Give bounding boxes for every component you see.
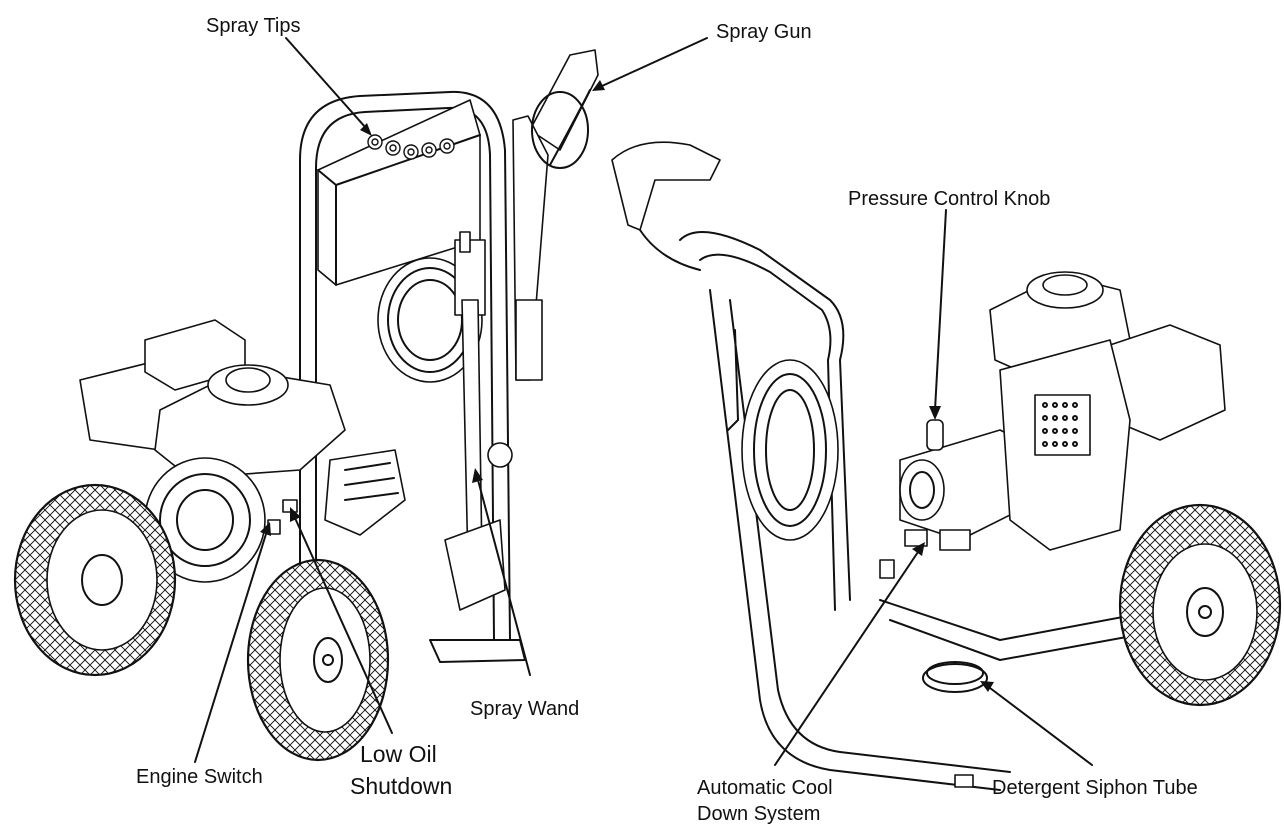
label-engine-switch: Engine Switch	[136, 766, 263, 788]
left-spray-gun	[512, 49, 599, 381]
pressure-control-knob	[926, 419, 944, 451]
leader-lines	[194, 37, 1093, 766]
right-pressure-washer	[611, 141, 1282, 791]
label-spray-tips: Spray Tips	[206, 15, 301, 37]
left-wheel-front	[246, 558, 390, 762]
right-hose-reel	[741, 359, 839, 541]
label-spray-wand: Spray Wand	[470, 698, 580, 720]
siphon-tube	[922, 663, 988, 693]
right-wheel	[1118, 503, 1282, 707]
spray-wand	[461, 299, 483, 566]
left-pressure-washer	[13, 49, 599, 762]
right-pump	[899, 419, 1041, 551]
left-engine	[79, 319, 406, 583]
label-low-oil-line2: Shutdown	[350, 773, 453, 799]
left-frame-handle-inner	[315, 106, 495, 651]
label-low-oil-line1: Low Oil	[360, 741, 437, 767]
label-spray-gun: Spray Gun	[716, 21, 812, 43]
right-engine	[989, 271, 1226, 551]
left-wheel-rear	[13, 483, 177, 677]
right-frame-handle	[679, 231, 851, 601]
label-detergent-siphon-tube: Detergent Siphon Tube	[992, 777, 1198, 799]
left-frame-foot	[429, 639, 526, 663]
wand-knob	[487, 442, 513, 468]
right-spray-gun	[611, 141, 721, 271]
label-auto-cool-line1: Automatic Cool	[697, 777, 833, 799]
label-auto-cool-line2: Down System	[697, 803, 821, 825]
kick-plate	[444, 519, 506, 611]
label-pressure-control-knob: Pressure Control Knob	[848, 188, 1051, 210]
left-frame-handle	[299, 90, 511, 661]
spray-tips-set	[367, 134, 455, 160]
